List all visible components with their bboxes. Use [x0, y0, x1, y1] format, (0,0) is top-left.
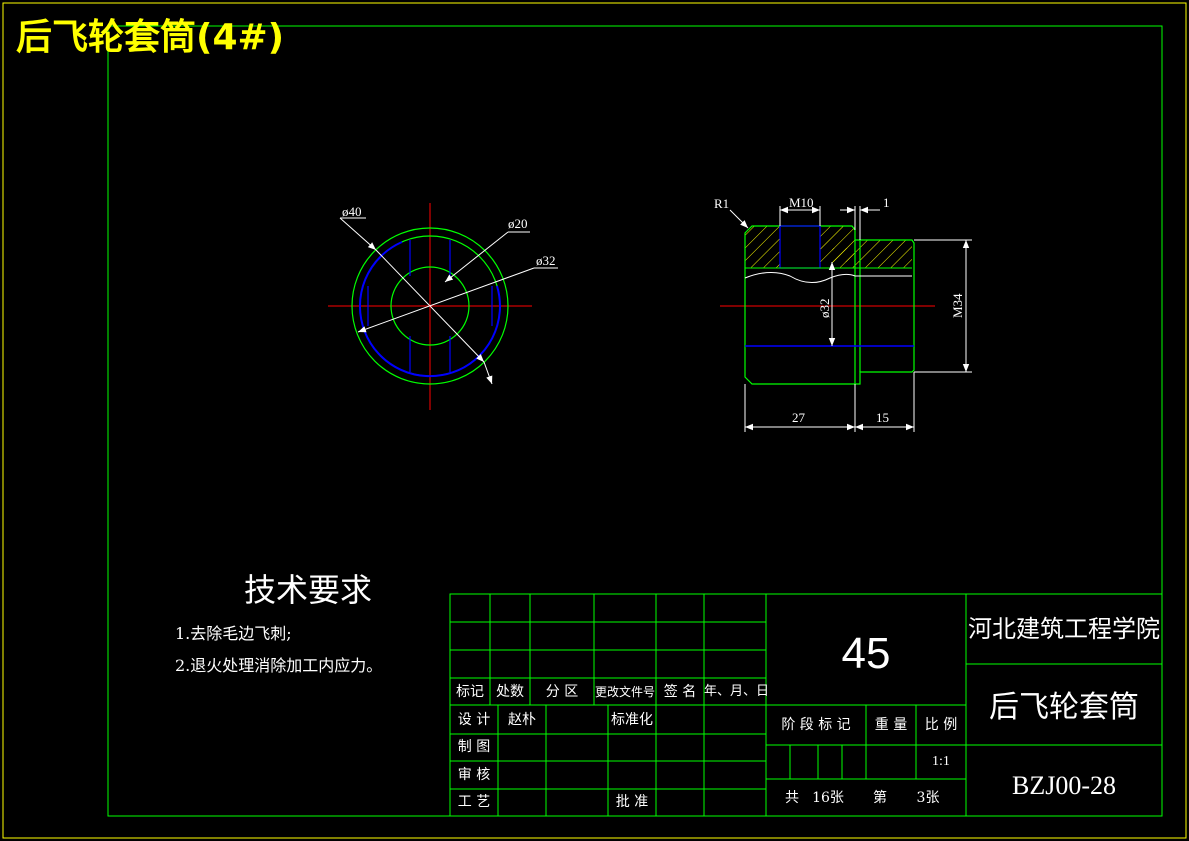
outer-circle — [351, 227, 509, 385]
stage-label: 阶 段 标 记 — [781, 717, 851, 733]
front-view: ø40 ø20 ø32 — [328, 203, 558, 410]
dim-phi40: ø40 — [342, 204, 362, 219]
title-block-grid — [449, 593, 1163, 817]
dim-len15: 15 — [876, 410, 889, 425]
dim-m34: M34 — [950, 293, 965, 318]
header-zone: 分 区 — [545, 684, 579, 700]
review-label: 审 核 — [457, 767, 491, 783]
hidden-arc — [358, 241, 501, 378]
standardization-label: 标准化 — [611, 712, 653, 728]
tech-requirements-title: 技术要求 — [244, 571, 373, 609]
sheet-total: 16张 — [812, 790, 844, 806]
drawing-number: BZJ00-28 — [1012, 771, 1116, 800]
design-label: 设 计 — [457, 712, 491, 728]
dim-phi20: ø20 — [508, 216, 528, 231]
hatch-left — [745, 226, 855, 268]
header-mark: 标记 — [456, 684, 484, 700]
school-name: 河北建筑工程学院 — [968, 615, 1160, 643]
bore-circle — [390, 266, 470, 346]
material: 45 — [841, 629, 891, 678]
header-change-doc: 更改文件号 — [594, 685, 655, 699]
process-label: 工 艺 — [457, 794, 491, 810]
side-view: R1 M10 1 ø32 M34 27 15 — [714, 195, 972, 432]
hatch-right — [832, 240, 912, 268]
header-count: 处数 — [496, 684, 524, 700]
approve-label: 批 准 — [615, 794, 649, 810]
dim-r1: R1 — [714, 196, 729, 211]
dim-phi32-front: ø32 — [536, 253, 556, 268]
designer-name: 赵朴 — [508, 712, 536, 728]
dim-len27: 27 — [792, 410, 806, 425]
header-signature: 签 名 — [663, 684, 697, 700]
weight-label: 重 量 — [874, 717, 908, 733]
sheet-total-prefix: 共 — [785, 790, 799, 806]
sheet-current: 3张 — [916, 790, 940, 806]
dim-m10: M10 — [789, 195, 814, 210]
scale-label: 比 例 — [924, 717, 958, 733]
drawing-label: 制 图 — [457, 739, 491, 755]
tech-requirement-item: 2.退火处理消除加工内应力。 — [175, 656, 383, 675]
header-title: 后飞轮套筒(4#) — [16, 17, 285, 58]
sheet-current-prefix: 第 — [873, 790, 887, 806]
dim-phi32-side: ø32 — [817, 299, 832, 319]
tech-requirement-item: 1.去除毛边飞刺; — [175, 624, 292, 643]
header-date: 年、月、日 — [704, 684, 770, 699]
part-name: 后飞轮套筒 — [989, 690, 1139, 725]
scale-value: 1:1 — [932, 754, 950, 769]
dim-one: 1 — [883, 195, 890, 210]
